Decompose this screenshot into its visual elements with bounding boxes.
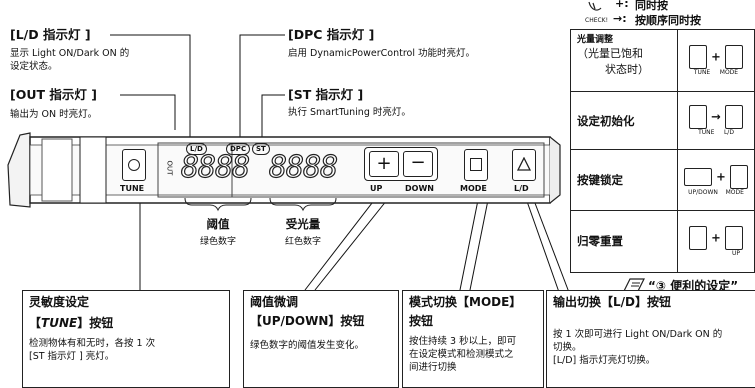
st-indicator-desc: 执行 SmartTuning 时亮灯。 bbox=[288, 107, 411, 118]
minus-icon: − bbox=[403, 151, 433, 177]
arrow-text: 按顺序同时按 bbox=[635, 14, 701, 27]
sensitivity-title-line-2: 【TUNE】按钮 bbox=[29, 316, 114, 330]
mode-switch-title-2: 按钮 bbox=[409, 314, 434, 328]
shortcut-label-zero: 归零重置 bbox=[570, 209, 678, 274]
ld-indicator-title: [L/D 指示灯 ] bbox=[10, 27, 91, 42]
sensitivity-desc-2: [ST 指示灯 ] 亮灯。 bbox=[29, 351, 115, 362]
legend: CHECK! +: 同时按 →: 按顺序同时按 bbox=[585, 0, 755, 27]
shortcut-op: → bbox=[711, 109, 721, 124]
shortcut-op: + bbox=[716, 169, 726, 184]
ld-key-icon bbox=[724, 105, 743, 130]
shortcut-label-init: 设定初始化 bbox=[570, 91, 678, 151]
ld-button-label: L/D bbox=[514, 184, 529, 193]
threshold-adjust-desc: 绿色数字的阈值发生变化。 bbox=[250, 340, 365, 351]
threshold-label: 阈值 bbox=[206, 217, 230, 231]
output-switch-desc-3: [L/D] 指示灯亮灯切换。 bbox=[553, 355, 656, 366]
up-label: UP bbox=[370, 184, 383, 193]
shortcut-icons-init: → TUNE L/D bbox=[677, 91, 755, 151]
mode-switch-desc-2: 在设定模式和检测模式之 bbox=[409, 349, 514, 360]
arrow-symbol: →: bbox=[613, 12, 627, 25]
tune-key-icon bbox=[689, 45, 708, 70]
finger-check-icon bbox=[588, 1, 602, 11]
shortcut-table: 光量调整 （光量已饱和 状态时） + TUNE MODE 设定初始化 → TUN… bbox=[570, 28, 755, 274]
shortcut-row-light-adjust: 光量调整 （光量已饱和 状态时） + TUNE MODE bbox=[570, 28, 755, 93]
mode-label: MODE bbox=[460, 184, 487, 193]
ld-indicator: L/D bbox=[186, 143, 207, 155]
triangle-icon bbox=[517, 157, 531, 171]
threshold-adjust-title-1: 阈值微调 bbox=[250, 295, 299, 309]
threshold-adjust-title-2: 【UP/DOWN】按钮 bbox=[250, 314, 365, 328]
st-indicator: ST bbox=[252, 143, 270, 155]
sensitivity-desc-1: 检测物体有和无时，各按 1 次 bbox=[29, 338, 156, 349]
shortcut-row-lock: 按键锁定 + UP/DOWN MODE bbox=[570, 149, 755, 211]
ld-indicator-desc-1: 显示 Light ON/Dark ON 的 bbox=[10, 48, 130, 59]
up-key-icon bbox=[724, 225, 743, 250]
threshold-display: 8888 bbox=[180, 150, 250, 185]
convenient-settings-note: “③ 便利的设定” bbox=[648, 279, 739, 293]
mode-square-icon bbox=[470, 158, 482, 171]
output-switch-box: 输出切换【L/D】按钮 按 1 次即可进行 Light ON/Dark ON 的… bbox=[546, 290, 755, 388]
updown-key-icon bbox=[684, 167, 713, 186]
output-switch-desc-2: 切换。 bbox=[553, 342, 582, 353]
shortcut-label-light-adjust: 光量调整 （光量已饱和 状态时） bbox=[570, 28, 678, 93]
shortcut-icon-label: UP bbox=[731, 249, 740, 257]
down-label: DOWN bbox=[405, 184, 434, 193]
ld-button[interactable] bbox=[512, 149, 536, 181]
shortcut-icon-label: UP/DOWN MODE bbox=[688, 188, 744, 196]
out-indicator-desc: 输出为 ON 时亮灯。 bbox=[10, 109, 98, 120]
mode-key-icon bbox=[729, 164, 748, 189]
sensitivity-title: 灵敏度设定 bbox=[29, 295, 90, 309]
sensor-amplifier-device bbox=[7, 132, 561, 208]
out-indicator-title: [OUT 指示灯 ] bbox=[10, 87, 97, 102]
mode-button[interactable] bbox=[464, 149, 488, 181]
shortcut-label-lock: 按键锁定 bbox=[570, 149, 678, 211]
mode-switch-desc-3: 间进行切换 bbox=[409, 362, 457, 373]
light-adjust-line-3: 状态时） bbox=[605, 63, 649, 77]
output-switch-desc-1: 按 1 次即可进行 Light ON/Dark ON 的 bbox=[553, 329, 723, 340]
shortcut-icon-label: TUNE MODE bbox=[693, 69, 739, 77]
dpc-indicator: DPC bbox=[226, 143, 251, 155]
mode-switch-title-1: 模式切换【MODE】 bbox=[409, 295, 522, 309]
tune-key-icon bbox=[689, 225, 708, 250]
received-light-display: 8888 bbox=[268, 150, 338, 185]
up-down-button[interactable]: + − bbox=[364, 147, 438, 181]
shortcut-icons-light-adjust: + TUNE MODE bbox=[677, 28, 755, 93]
shortcut-op: + bbox=[711, 230, 721, 245]
shortcut-op: + bbox=[711, 49, 721, 64]
plus-symbol: +: bbox=[615, 0, 629, 10]
shortcut-icons-zero: + UP bbox=[677, 209, 755, 274]
sensitivity-box: 灵敏度设定 【TUNE】按钮 检测物体有和无时，各按 1 次 [ST 指示灯 ]… bbox=[22, 290, 230, 388]
plus-text: 同时按 bbox=[635, 0, 668, 12]
tune-logo-icon: TUNE bbox=[41, 316, 78, 330]
ld-indicator-desc-2: 设定状态。 bbox=[10, 61, 58, 72]
tune-button-label: TUNE bbox=[120, 184, 145, 193]
mode-switch-box: 模式切换【MODE】 按钮 按住持续 3 秒以上，即可 在设定模式和检测模式之 … bbox=[402, 290, 544, 388]
received-sublabel: 红色数字 bbox=[284, 237, 321, 247]
tune-key-icon bbox=[689, 105, 708, 130]
check-label: CHECK! bbox=[585, 17, 609, 24]
shortcut-row-zero: 归零重置 + UP bbox=[570, 209, 755, 274]
mode-key-icon bbox=[724, 45, 743, 70]
shortcut-row-init: 设定初始化 → TUNE L/D bbox=[570, 91, 755, 151]
threshold-adjust-box: 阈值微调 【UP/DOWN】按钮 绿色数字的阈值发生变化。 bbox=[243, 290, 399, 388]
shortcut-icons-lock: + UP/DOWN MODE bbox=[677, 149, 755, 211]
st-indicator-title: [ST 指示灯 ] bbox=[288, 87, 364, 102]
tune-button-circle-icon bbox=[128, 159, 140, 171]
dpc-indicator-desc: 启用 DynamicPowerControl 功能时亮灯。 bbox=[288, 48, 475, 59]
light-adjust-line-2: （光量已饱和 bbox=[577, 47, 643, 61]
mode-switch-desc-1: 按住持续 3 秒以上，即可 bbox=[409, 336, 517, 347]
light-adjust-line-1: 光量调整 bbox=[577, 35, 614, 46]
plus-icon: + bbox=[369, 151, 399, 177]
shortcut-icon-label: TUNE L/D bbox=[698, 129, 734, 137]
received-label: 受光量 bbox=[285, 217, 321, 231]
tune-button[interactable] bbox=[122, 149, 146, 181]
output-switch-title: 输出切换【L/D】按钮 bbox=[553, 295, 671, 309]
threshold-sublabel: 绿色数字 bbox=[199, 237, 236, 247]
dpc-indicator-title: [DPC 指示灯 ] bbox=[288, 27, 375, 42]
